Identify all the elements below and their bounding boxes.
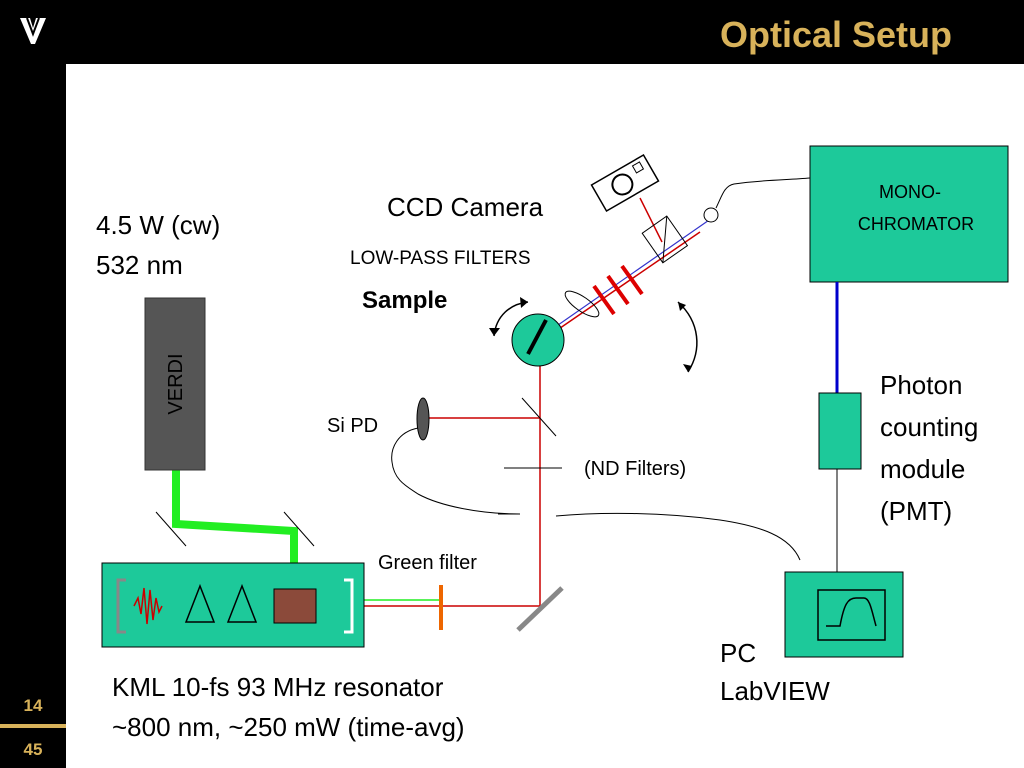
laser-wavelength-label: 532 nm — [96, 250, 183, 280]
sample-rotation-arrowhead-icon — [489, 328, 500, 336]
pc-screen — [817, 589, 886, 641]
pc-label-line1: PC — [720, 638, 756, 668]
sample-label: Sample — [362, 287, 447, 314]
resonator-mirror-right — [344, 578, 354, 634]
slide-title: Optical Setup — [719, 14, 952, 55]
page-number-total: 45 — [23, 740, 43, 759]
monochromator-label-line1: MONO- — [879, 182, 941, 202]
ccd-lens-icon — [611, 173, 634, 196]
beam-splitter-cube — [641, 215, 689, 264]
detection-rotation-arrow — [677, 301, 698, 373]
prism-1-icon — [184, 583, 216, 623]
nd-filters-label: (ND Filters) — [584, 458, 686, 480]
pc-label-line2: LabVIEW — [720, 676, 830, 706]
low-pass-filters — [592, 264, 644, 316]
page-divider — [0, 724, 66, 728]
pump-mirror-2 — [283, 511, 315, 547]
page-number-current: 14 — [23, 696, 43, 715]
beam-splitter — [521, 397, 557, 437]
collection-lens — [564, 290, 600, 318]
photodiode-to-pc-cable — [555, 512, 801, 561]
photodiode-cable — [391, 427, 521, 515]
pmt-label-line1: Photon — [880, 370, 962, 400]
low-pass-filters-label: LOW-PASS FILTERS — [350, 248, 531, 269]
slide-sidebar: 14 45 — [0, 64, 66, 768]
ccd-camera — [590, 153, 660, 213]
pmt-label-line3: module — [880, 454, 965, 484]
fiber-coupler — [703, 207, 719, 223]
pump-beam — [172, 470, 298, 592]
pmt-label-line2: counting — [880, 412, 978, 442]
laser-power-label: 4.5 W (cw) — [96, 210, 220, 240]
low-pass-filter-2 — [606, 274, 630, 306]
sample-holder — [511, 313, 565, 367]
verdi-laser — [144, 297, 206, 471]
pump-mirror-1 — [155, 511, 187, 547]
labview-signal-icon — [826, 597, 877, 627]
green-filter-label: Green filter — [378, 552, 477, 574]
sample-slide — [526, 319, 548, 355]
fiber-cable — [715, 177, 811, 209]
resonator-label-line1: KML 10-fs 93 MHz resonator — [112, 672, 444, 702]
ccd-viewfinder-icon — [631, 161, 645, 174]
turning-mirror — [516, 586, 564, 632]
slide-header: Optical Setup — [0, 0, 1024, 64]
detection-arrowhead-2-icon — [683, 364, 692, 372]
ti-sapphire-crystal — [273, 588, 317, 624]
detection-arrowhead-1-icon — [678, 302, 686, 311]
si-photodiode — [416, 397, 430, 441]
ccd-camera-label: CCD Camera — [387, 192, 544, 222]
pc-computer — [784, 571, 904, 658]
monochromator — [809, 145, 1009, 283]
verdi-label: VERDI — [165, 353, 187, 414]
sample-rotation-arrowhead-2-icon — [520, 297, 528, 308]
low-pass-filter-3 — [620, 264, 644, 296]
pmt-label-line4: (PMT) — [880, 496, 952, 526]
monochromator-label-line2: CHROMATOR — [858, 214, 974, 234]
si-pd-label: Si PD — [327, 415, 378, 437]
resonator-label-line2: ~800 nm, ~250 mW (time-avg) — [112, 712, 465, 742]
resonator-mirror-left — [116, 578, 126, 634]
camera-beam — [639, 197, 663, 243]
pulse-waveform-icon — [133, 587, 163, 625]
emission-beam — [549, 231, 701, 336]
prism-2-icon — [226, 583, 258, 623]
vanderbilt-logo-icon — [20, 17, 46, 44]
pmt-module — [818, 392, 862, 470]
low-pass-filter-1 — [592, 284, 616, 316]
